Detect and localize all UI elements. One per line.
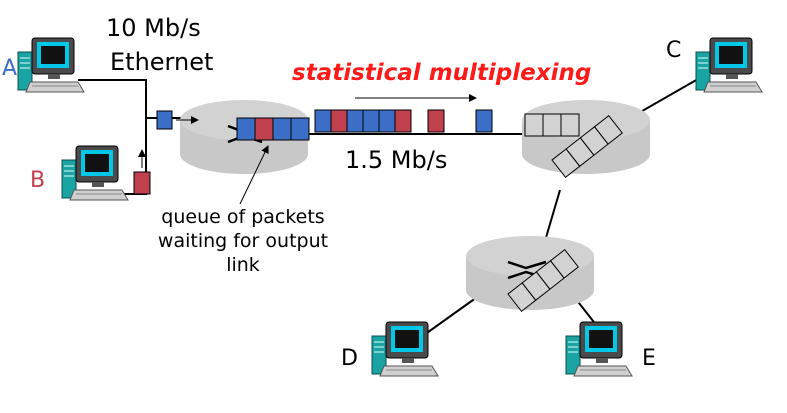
link-a [78, 79, 147, 154]
host-e-label: E [642, 346, 656, 371]
router-1-queue [236, 117, 310, 141]
queue-note-line-3: link [226, 253, 260, 276]
queue-note-line-1: queue of packets [161, 206, 325, 228]
host-d-computer-icon [371, 321, 439, 377]
host-e-computer-icon [565, 321, 633, 377]
host-d-label: D [341, 346, 358, 371]
queue-note: queue of packets waiting for output link [148, 206, 338, 277]
router-2-queue-out-c [524, 113, 580, 137]
link-speed-label: 1.5 Mb/s [345, 146, 448, 174]
host-b-computer-icon [61, 145, 129, 201]
ethernet-speed-label: 10 Mb/s [106, 14, 201, 42]
multiplexing-title: statistical multiplexing [292, 60, 592, 86]
queue-note-line-2: waiting for output [157, 229, 329, 252]
router-3-queue [507, 248, 579, 313]
packet-from-b [133, 171, 151, 195]
host-a-label: A [2, 56, 18, 81]
host-a-computer-icon [17, 37, 85, 93]
host-c-label: C [666, 38, 682, 63]
trunk-packets [314, 109, 493, 133]
ethernet-label: Ethernet [110, 48, 214, 76]
packet-from-a [156, 110, 173, 130]
queue-note-pointer [239, 145, 269, 205]
host-c-computer-icon [695, 37, 763, 93]
router-2-queue-out-router3 [551, 114, 623, 179]
host-b-label: B [30, 168, 46, 193]
